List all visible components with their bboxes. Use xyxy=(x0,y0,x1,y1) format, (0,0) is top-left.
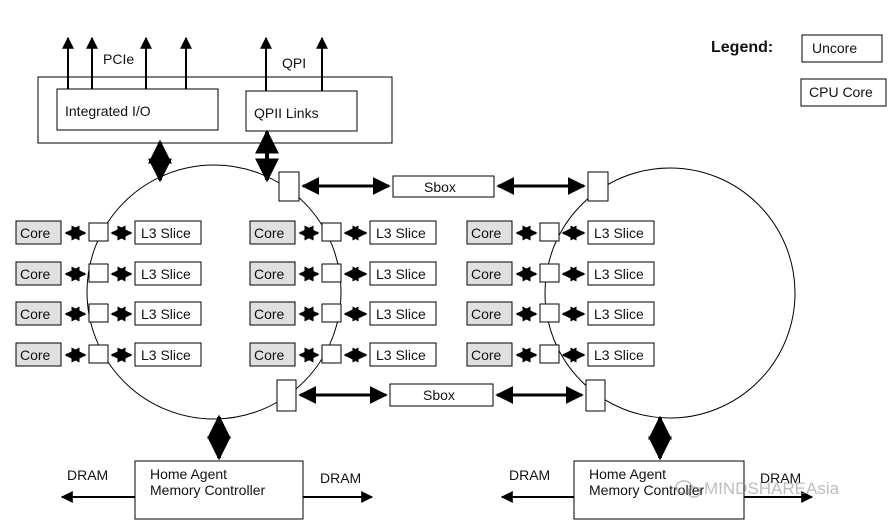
qpii-links-box xyxy=(245,90,358,132)
core-box xyxy=(15,301,62,326)
ring-stop xyxy=(88,222,109,242)
left-ring xyxy=(86,164,342,420)
core-box xyxy=(249,220,296,245)
l3-slice-label: L3 Slice xyxy=(594,347,644,363)
sbox-bottom-box xyxy=(389,383,494,407)
legend-uncore-label: Uncore xyxy=(812,40,857,56)
pcie-label: PCIe xyxy=(103,51,134,67)
dram-label-left-inner: DRAM xyxy=(320,470,361,486)
core-label: Core xyxy=(20,225,51,241)
core-label: Core xyxy=(471,306,502,322)
io-ring-arrows xyxy=(148,129,279,183)
home-agent-right-line1: Home Agent xyxy=(589,466,666,482)
home-agent-left-line1: Home Agent xyxy=(150,466,227,482)
core-box xyxy=(466,301,513,326)
l3-slice-label: L3 Slice xyxy=(376,266,426,282)
l3-slice-box xyxy=(587,220,655,245)
ring-stop-top-right xyxy=(587,171,609,202)
wechat-icon xyxy=(675,480,701,498)
l3-slice-box xyxy=(369,261,437,286)
core-box xyxy=(15,342,62,367)
core-box xyxy=(15,220,62,245)
l3-slice-box xyxy=(587,342,655,367)
ring-stop xyxy=(321,344,342,364)
l3-slice-label: L3 Slice xyxy=(141,306,191,322)
ring-stop xyxy=(321,222,342,242)
core-box xyxy=(249,301,296,326)
core-box xyxy=(466,342,513,367)
l3-slice-box xyxy=(369,301,437,326)
home-agent-right-line2: Memory Controller xyxy=(589,482,704,498)
core-label: Core xyxy=(254,347,285,363)
dram-label-left-outer: DRAM xyxy=(67,467,108,483)
home-agent-left-box xyxy=(134,460,304,520)
ring-stop xyxy=(539,222,560,242)
ring-stop xyxy=(539,263,560,283)
ring-stop-bottom-left xyxy=(276,379,297,412)
l3-slice-box xyxy=(134,220,202,245)
l3-slice-box xyxy=(134,301,202,326)
core-label: Core xyxy=(254,306,285,322)
core-label: Core xyxy=(20,306,51,322)
l3-slice-label: L3 Slice xyxy=(594,306,644,322)
core-label: Core xyxy=(254,225,285,241)
l3-slice-box xyxy=(369,342,437,367)
l3-slice-label: L3 Slice xyxy=(141,225,191,241)
core-box xyxy=(15,261,62,286)
dram-label-right-outer: DRAM xyxy=(509,467,550,483)
core-label: Core xyxy=(20,347,51,363)
watermark-text: MINDSHAREAsia xyxy=(704,479,840,498)
ring-stop xyxy=(88,263,109,283)
legend-title: Legend: xyxy=(711,39,773,56)
l3-slice-box xyxy=(587,261,655,286)
ring-stop xyxy=(539,303,560,323)
ring-stop xyxy=(321,303,342,323)
l3-slice-label: L3 Slice xyxy=(376,306,426,322)
sbox-bottom-label: Sbox xyxy=(423,387,455,403)
l3-slice-box xyxy=(587,301,655,326)
l3-slice-label: L3 Slice xyxy=(594,266,644,282)
ring-stop xyxy=(539,344,560,364)
l3-slice-box xyxy=(369,220,437,245)
qpi-label: QPI xyxy=(282,55,306,71)
ring-home-agent-arrows xyxy=(207,414,672,461)
core-label: Core xyxy=(254,266,285,282)
legend-cpu-core-box xyxy=(800,78,887,107)
legend-uncore-box xyxy=(801,34,883,63)
l3-slice-box xyxy=(134,342,202,367)
right-ring xyxy=(544,167,796,419)
sbox-top-label: Sbox xyxy=(424,179,456,195)
l3-slice-label: L3 Slice xyxy=(376,347,426,363)
core-box xyxy=(466,220,513,245)
l3-slice-label: L3 Slice xyxy=(376,225,426,241)
ring-stop xyxy=(88,303,109,323)
core-label: Core xyxy=(20,266,51,282)
ring-stop xyxy=(88,344,109,364)
integrated-io-box xyxy=(56,88,219,131)
integrated-io-label: Integrated I/O xyxy=(65,103,151,119)
home-agent-right-box xyxy=(573,460,745,520)
core-label: Core xyxy=(471,225,502,241)
watermark: MINDSHAREAsia xyxy=(675,479,840,498)
qpii-links-label: QPII Links xyxy=(254,105,319,121)
core-label: Core xyxy=(471,266,502,282)
ring-stop xyxy=(321,263,342,283)
ring-stop-bottom-right xyxy=(585,379,606,412)
l3-slice-label: L3 Slice xyxy=(594,225,644,241)
home-agent-left-line2: Memory Controller xyxy=(150,482,265,498)
legend-cpu-core-label: CPU Core xyxy=(809,84,873,100)
core-box xyxy=(249,342,296,367)
core-box xyxy=(466,261,513,286)
dram-label-right-inner: DRAM xyxy=(760,470,801,486)
sbox-top-box xyxy=(392,175,495,198)
ring-stop-top-left xyxy=(278,171,300,202)
core-box xyxy=(249,261,296,286)
l3-slice-box xyxy=(134,261,202,286)
l3-slice-label: L3 Slice xyxy=(141,266,191,282)
core-label: Core xyxy=(471,347,502,363)
l3-slice-label: L3 Slice xyxy=(141,347,191,363)
pcie-arrows xyxy=(62,36,328,91)
